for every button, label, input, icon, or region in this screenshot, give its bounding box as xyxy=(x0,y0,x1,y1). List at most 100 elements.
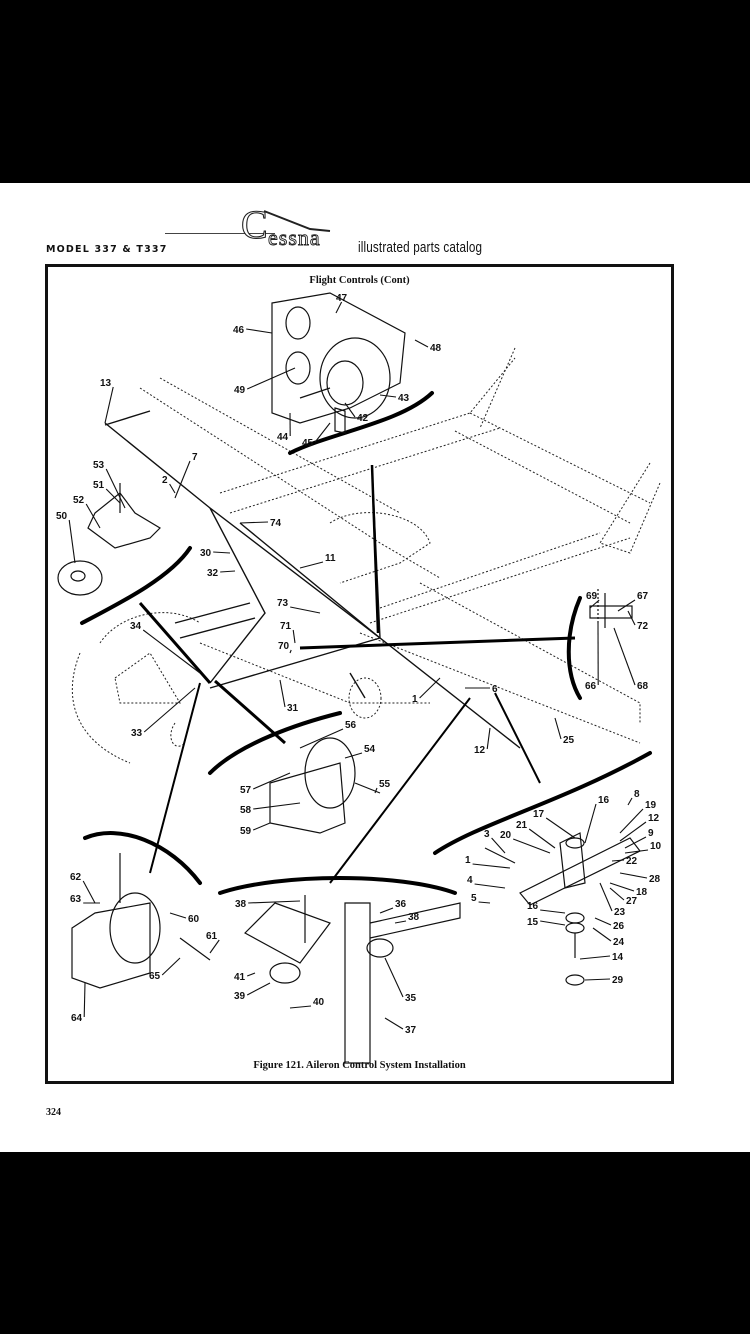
callout-leader-line xyxy=(528,828,556,849)
callout-leader-line xyxy=(246,982,271,996)
callout-leader-line xyxy=(82,880,96,904)
callout-number-5: 5 xyxy=(471,893,477,904)
figure-caption: Figure 121. Aileron Control System Insta… xyxy=(253,1060,466,1071)
callout-number-62: 62 xyxy=(70,872,82,883)
callout-leader-line xyxy=(253,802,301,810)
callout-leader-line xyxy=(289,649,292,654)
callout-number-14: 14 xyxy=(612,952,624,963)
callout-leader-line xyxy=(627,797,633,806)
callout-leader-line xyxy=(474,883,506,889)
callout-number-37: 37 xyxy=(405,1025,417,1036)
callout-number-60: 60 xyxy=(188,914,200,925)
callout-number-28: 28 xyxy=(649,874,661,885)
pulley-bracket-lower-left xyxy=(71,853,211,989)
callout-leader-line xyxy=(609,882,635,892)
cable-guide-detail-right xyxy=(589,589,633,628)
callout-leader-line xyxy=(374,787,378,794)
callout-number-53: 53 xyxy=(93,460,105,471)
callout-number-44: 44 xyxy=(277,432,289,443)
catalog-page: MODEL 337 & T337 C essna illustrated par… xyxy=(0,183,750,1152)
callout-leader-line xyxy=(105,488,121,504)
callout-leader-line xyxy=(239,521,269,524)
pulley-bracket-lower-center xyxy=(244,895,461,1064)
callout-number-61: 61 xyxy=(206,931,218,942)
callout-leader-line xyxy=(584,803,597,844)
callout-leader-line xyxy=(279,679,286,708)
callout-number-12: 12 xyxy=(474,745,486,756)
callout-number-63: 63 xyxy=(70,894,82,905)
callout-leader-line xyxy=(68,519,76,564)
callout-leader-line xyxy=(104,386,114,424)
callout-number-45: 45 xyxy=(302,438,314,449)
callout-number-40: 40 xyxy=(313,997,325,1008)
brand-swoosh-icon xyxy=(263,210,331,232)
callout-leader-line xyxy=(584,978,611,981)
callout-leader-line xyxy=(419,677,441,699)
callout-leader-line xyxy=(213,551,231,554)
model-label: MODEL 337 & T337 xyxy=(46,244,168,255)
callout-leader-line xyxy=(594,917,612,926)
callout-number-20: 20 xyxy=(500,830,512,841)
callout-leader-line xyxy=(486,727,491,750)
callout-number-9: 9 xyxy=(648,828,654,839)
callout-number-7: 7 xyxy=(192,452,198,463)
callout-number-36: 36 xyxy=(395,899,407,910)
callout-number-67: 67 xyxy=(637,591,649,602)
callout-leader-line xyxy=(344,402,356,418)
callout-number-12: 12 xyxy=(648,813,660,824)
callout-leader-line xyxy=(299,728,344,749)
callout-number-16: 16 xyxy=(598,795,610,806)
callout-leader-line xyxy=(299,561,324,569)
callout-leader-line xyxy=(592,927,612,942)
callout-number-1: 1 xyxy=(465,855,471,866)
callout-number-18: 18 xyxy=(636,887,648,898)
callout-leader-line xyxy=(248,900,301,904)
callout-number-38: 38 xyxy=(408,912,420,923)
callout-leader-line xyxy=(554,717,562,740)
callout-number-15: 15 xyxy=(527,917,539,928)
callout-number-56: 56 xyxy=(345,720,357,731)
callout-leader-line xyxy=(105,468,126,509)
callout-number-33: 33 xyxy=(131,728,143,739)
callout-number-16: 16 xyxy=(527,901,539,912)
callout-leader-line xyxy=(246,328,273,334)
callout-leader-line xyxy=(613,627,636,686)
callout-leader-line xyxy=(292,629,296,644)
callout-leader-line xyxy=(174,460,191,499)
callout-number-42: 42 xyxy=(357,413,369,424)
callout-leader-line xyxy=(579,955,611,960)
callout-leader-line xyxy=(289,1005,312,1009)
callout-number-21: 21 xyxy=(516,820,528,831)
callout-leader-line xyxy=(624,849,649,854)
callout-leader-line xyxy=(314,422,331,443)
callout-number-19: 19 xyxy=(645,800,657,811)
callout-leader-line xyxy=(85,503,101,529)
callout-number-11: 11 xyxy=(325,553,336,564)
callout-leader-line xyxy=(246,367,296,390)
callout-number-54: 54 xyxy=(364,744,376,755)
callout-number-8: 8 xyxy=(634,789,640,800)
callout-leader-line xyxy=(247,972,256,977)
callout-number-50: 50 xyxy=(56,511,68,522)
callout-leader-line xyxy=(619,821,647,842)
callout-leader-line xyxy=(540,920,566,926)
callout-number-24: 24 xyxy=(613,937,625,948)
brand-rule-line xyxy=(165,233,275,234)
callout-leader-line xyxy=(344,752,363,759)
callout-number-72: 72 xyxy=(637,621,649,632)
callout-leader-line xyxy=(169,912,187,919)
callout-number-71: 71 xyxy=(280,621,292,632)
callout-leader-line xyxy=(619,872,648,879)
callout-number-6: 6 xyxy=(492,684,498,695)
callout-number-2: 2 xyxy=(162,475,168,486)
callout-leader-line xyxy=(290,606,321,614)
callout-number-43: 43 xyxy=(398,393,410,404)
callout-number-30: 30 xyxy=(200,548,212,559)
callout-number-46: 46 xyxy=(233,325,245,336)
bellcrank-bracket-detail xyxy=(271,292,406,434)
callout-leader-line xyxy=(609,887,625,901)
callout-number-49: 49 xyxy=(234,385,246,396)
brand-logo-initial: C xyxy=(240,202,268,247)
callout-number-13: 13 xyxy=(100,378,112,389)
aileron-system-illustration: 4746484943424445137253515250743032117371… xyxy=(56,292,662,1064)
